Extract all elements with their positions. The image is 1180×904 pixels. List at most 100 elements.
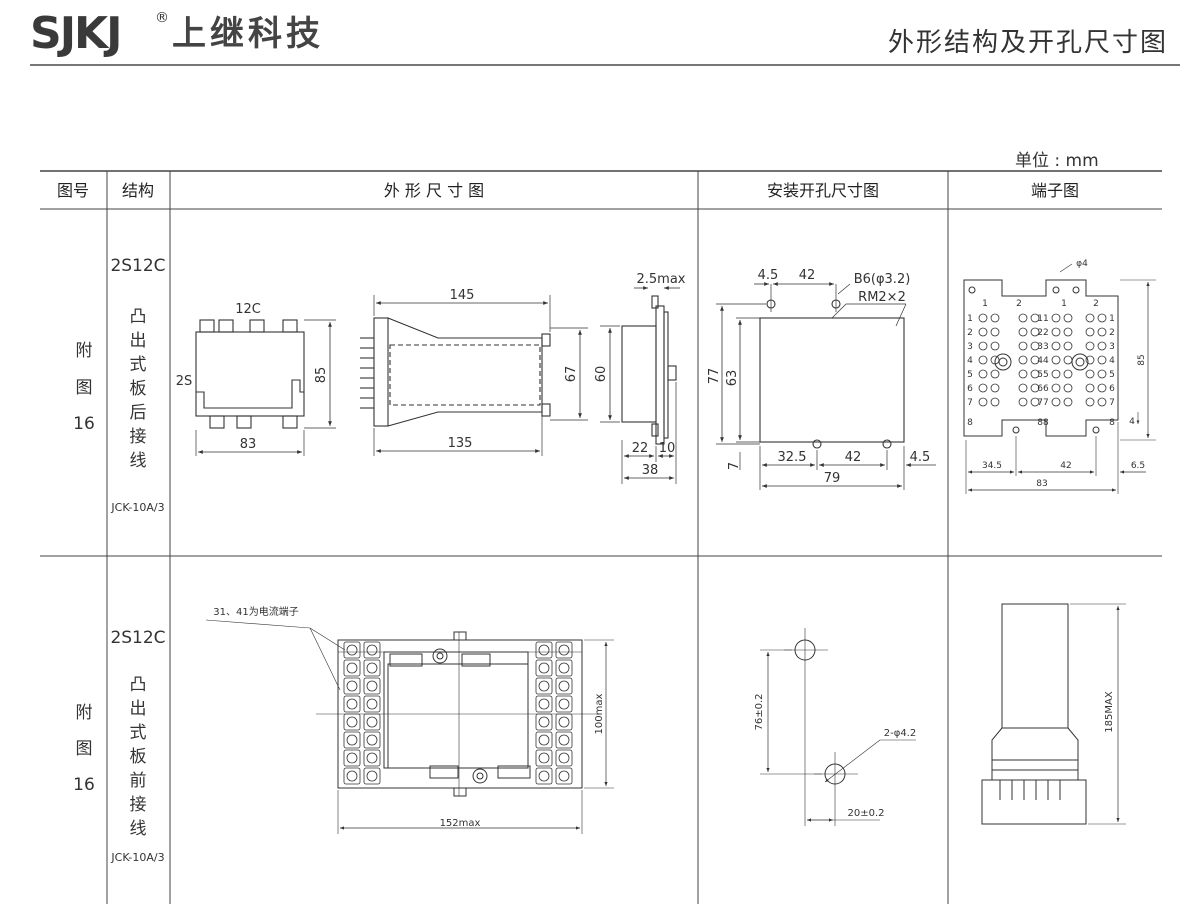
brand-name-cn: 上继科技 [172,14,324,54]
terminal-pin [978,355,988,365]
terminal-pin [1018,397,1028,407]
term-left-1: 1 [967,314,973,324]
cut-dim-77: 77 [707,368,722,385]
row2-struct-5: 接 [130,795,147,815]
row1-model: 2S12C [110,256,165,276]
terminal-screw [538,734,550,746]
terminal-pin [1085,397,1095,407]
terminal-pin [1097,355,1107,365]
col-figure-no: 图号 [57,181,89,200]
row2-terminal-blocks [343,641,573,785]
term-right-8: 8 [1109,418,1115,428]
row2-outline-labels: 31、41为电流端子 100max 152max [213,605,605,829]
row2-id: 附 图 16 2S12C 凸 出 式 板 前 接 线 JCK-10A/3 [73,628,165,864]
terminal-pin [1063,341,1073,351]
cut-dim-42-bottom: 42 [845,450,862,465]
row1-cutout-drawing [716,282,936,490]
row2-terminal-drawing [981,603,1126,825]
row1-terminal-drawing [963,263,1156,494]
terminal-screw [366,716,378,728]
terminal-pin [1085,369,1095,379]
brand-logo: SJKJ [30,8,123,59]
terminal-pin [1018,313,1028,323]
terminal-screw [538,752,550,764]
terminal-block [535,659,553,677]
terminal-pin [1030,355,1040,365]
terminal-pin [1063,355,1073,365]
terminal-block [535,695,553,713]
terminal-pin [1030,397,1040,407]
terminal-pin [1030,313,1040,323]
terminal-screw [346,716,358,728]
terminal-block [343,749,361,767]
terminal-block [343,767,361,785]
terminal-pin [990,355,1000,365]
row1-struct-4: 后 [130,403,147,423]
terminal-block [535,641,553,659]
terminal-screw [558,698,570,710]
terminal-pin [1018,341,1028,351]
term-mid-44: 44 [1037,356,1049,366]
row2-struct-4: 前 [130,771,147,791]
terminal-pin [1097,313,1107,323]
terminal-pin [1063,397,1073,407]
col-cutout: 安装开孔尺寸图 [767,181,879,200]
term-mid-77: 77 [1037,398,1048,408]
term-mid-33: 33 [1037,342,1048,352]
terminal-screw [538,716,550,728]
cut-dim-4-5-top: 4.5 [758,268,779,283]
row2-struct-0: 凸 [130,675,147,695]
dim-end-60: 60 [594,366,609,383]
terminal-pin [1063,369,1073,379]
terminal-pin [1030,327,1040,337]
term-top-num-1: 2 [1016,299,1022,309]
row2-figno-3: 16 [73,775,95,795]
terminal-pin [1097,397,1107,407]
terminal-pin [1051,327,1061,337]
cut-dim-4-5-bottom: 4.5 [910,450,931,465]
terminal-screw [346,680,358,692]
terminal-pin [1030,369,1040,379]
page-title: 外形结构及开孔尺寸图 [887,28,1168,58]
row1-struct-1: 出 [130,331,147,351]
terminal-pin [990,327,1000,337]
terminal-block [363,641,381,659]
terminal-pin [1097,369,1107,379]
term-top-num-3: 2 [1093,299,1099,309]
row1-figno-3: 16 [73,414,95,434]
term-right-4: 4 [1109,356,1115,366]
row1-outline-labels: 12C 2S 85 83 145 67 135 2.5max 60 22 10 … [176,272,686,478]
row2-cutout-labels: 76±0.2 20±0.2 2-φ4.2 [754,693,916,819]
dim-end-22: 22 [632,441,649,456]
terminal-screw [346,662,358,674]
term-right-5: 5 [1109,370,1115,380]
cut-note-b6: B6(φ3.2) [854,272,911,287]
row2-struct-1: 出 [130,699,147,719]
term-right-6: 6 [1109,384,1115,394]
term-dim-34-5: 34.5 [982,461,1002,471]
terminal-pin [1051,397,1061,407]
terminal-block [343,713,361,731]
terminal-pin [1030,383,1040,393]
terminal-pin [990,383,1000,393]
front-label-12c: 12C [235,302,261,317]
header-divider [30,64,1180,66]
terminal-pin [1085,383,1095,393]
dim-100max: 100max [594,693,605,734]
row1-struct-3: 板 [130,379,147,399]
terminal-screw [538,698,550,710]
row2-outline-drawing [205,619,614,834]
cut-note-rm: RM2×2 [858,290,906,305]
row2-model: 2S12C [110,628,165,648]
terminal-block [363,767,381,785]
term-mid-11: 11 [1037,314,1048,324]
term-left-8: 8 [967,418,973,428]
terminal-pin [990,341,1000,351]
term-dim-42: 42 [1060,461,1071,471]
terminal-pin [1097,383,1107,393]
row1-figno-2: 图 [76,378,93,398]
dim-side-145: 145 [450,288,475,303]
term-left-6: 6 [967,384,973,394]
cut-dim-63: 63 [725,370,740,387]
dim-front-85: 85 [314,367,329,384]
